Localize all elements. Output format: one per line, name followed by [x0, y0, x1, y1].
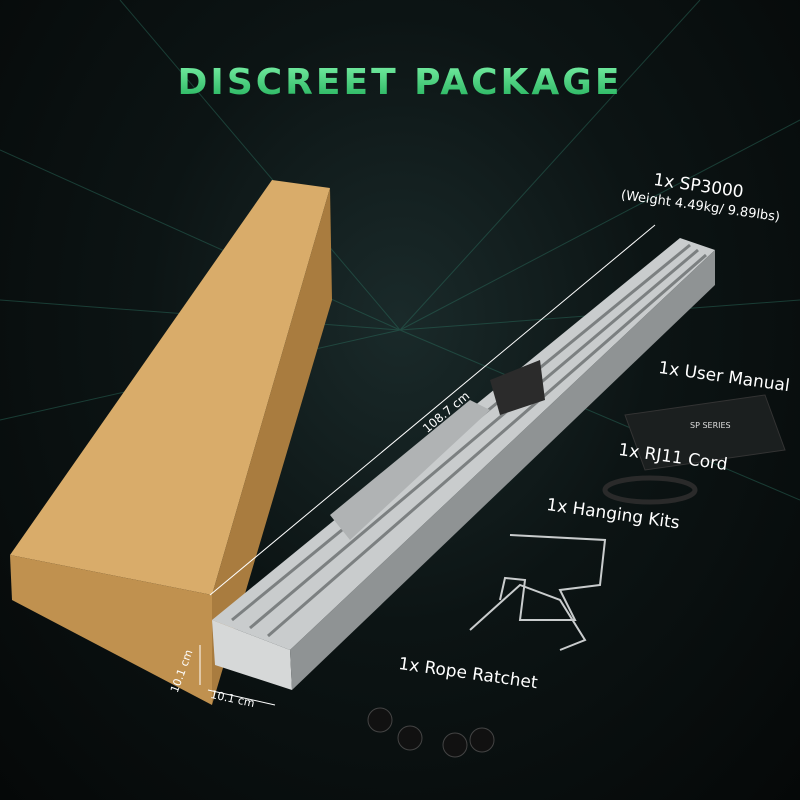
light-rays [0, 0, 800, 501]
user-manual: SP SERIES [624, 394, 786, 471]
manual-cover-text: SP SERIES [690, 421, 731, 430]
rj11-cord [602, 475, 698, 505]
cardboard-box [10, 180, 332, 705]
controller-box [490, 360, 545, 415]
page-title: DISCREET PACKAGE [0, 62, 800, 103]
sp3000-light-bar [212, 238, 715, 690]
hanging-kits [469, 534, 607, 651]
dimension-lines [199, 224, 656, 706]
rope-ratchets [367, 707, 495, 758]
driver-box [330, 400, 490, 540]
